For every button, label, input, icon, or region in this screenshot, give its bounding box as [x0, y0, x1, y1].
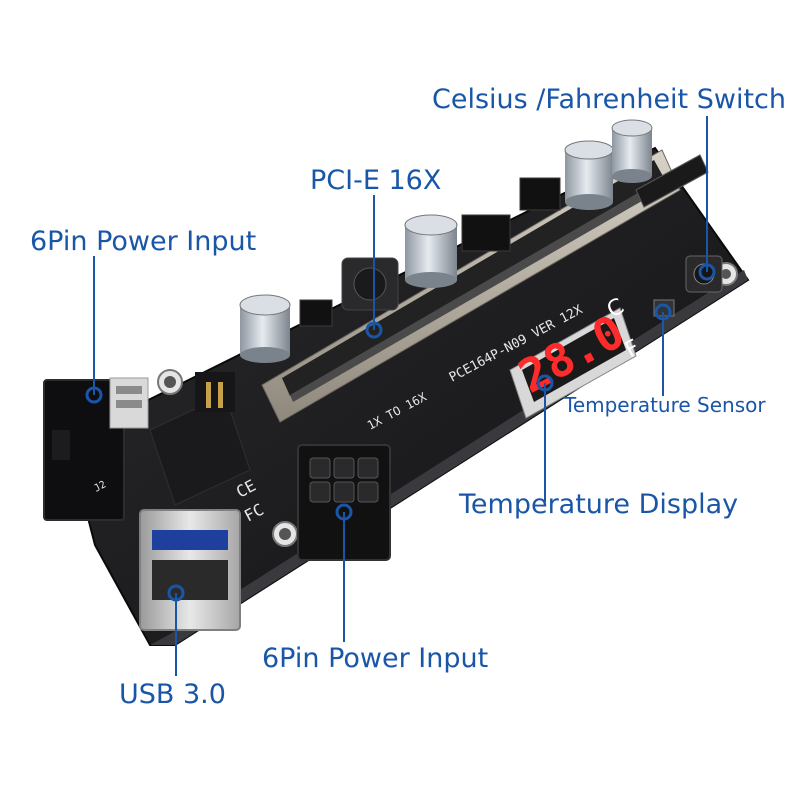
callout-6pin-power-input-top: 6Pin Power Input — [30, 226, 257, 257]
inductor — [341, 257, 399, 311]
cf-switch-button — [685, 255, 723, 293]
callout-temperature-display: Temperature Display — [459, 489, 739, 520]
bottom-power-connector — [297, 444, 391, 561]
leader-lines — [93, 116, 708, 676]
usb-port — [139, 509, 241, 631]
left-power-connector — [43, 377, 149, 521]
leader-dots — [85, 263, 716, 602]
board-j2-label: J2 — [92, 479, 108, 494]
callout-pcie-16x: PCI-E 16X — [310, 165, 442, 196]
callout-temperature-sensor: Temperature Sensor — [564, 393, 766, 417]
callout-celsius-fahrenheit-switch: Celsius /Fahrenheit Switch — [432, 84, 786, 115]
callout-6pin-power-input-bottom: 6Pin Power Input — [262, 643, 489, 674]
molex-connector — [149, 372, 251, 506]
ic-chips — [299, 177, 561, 327]
capacitors — [239, 119, 653, 363]
callout-usb-3: USB 3.0 — [119, 679, 226, 710]
